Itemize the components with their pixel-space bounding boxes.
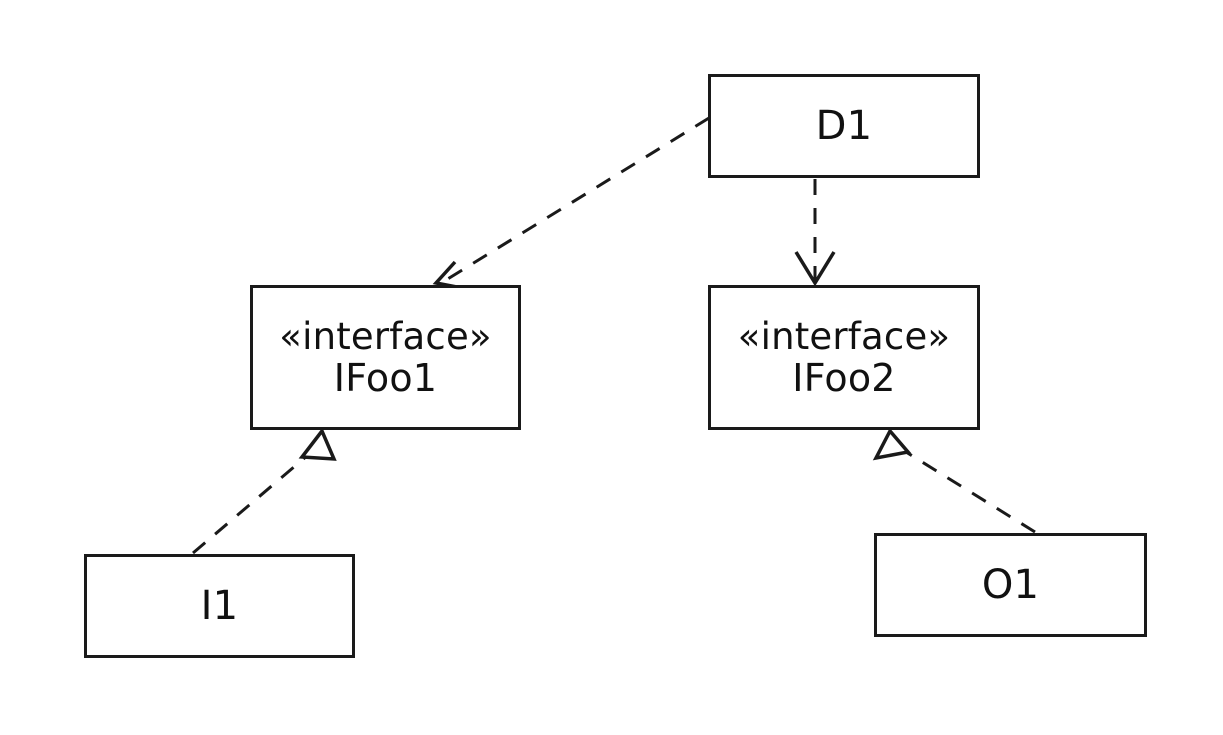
hollow-triangle-arrowhead-icon — [298, 427, 337, 461]
node-i1[interactable]: I1 — [84, 554, 355, 658]
edge-d1-to-ifoo1 — [432, 116, 710, 290]
node-o1-label: O1 — [981, 561, 1040, 608]
node-ifoo2-stereotype: «interface» — [737, 314, 951, 358]
node-ifoo1-stereotype: «interface» — [279, 314, 492, 358]
edge-line — [192, 453, 309, 555]
node-d1-label: D1 — [815, 102, 873, 149]
edge-o1-to-ifoo2 — [872, 427, 1036, 534]
edge-line — [905, 450, 1036, 534]
hollow-triangle-arrowhead-icon — [872, 427, 912, 461]
node-o1[interactable]: O1 — [874, 533, 1147, 637]
node-ifoo2[interactable]: «interface» IFoo2 — [708, 285, 980, 430]
node-ifoo2-label: IFoo2 — [792, 355, 896, 400]
node-ifoo1[interactable]: «interface» IFoo1 — [250, 285, 521, 430]
open-arrowhead-icon — [794, 251, 836, 287]
edge-line — [445, 116, 710, 282]
node-d1[interactable]: D1 — [708, 74, 980, 178]
edge-d1-to-ifoo2 — [794, 179, 836, 287]
edge-i1-to-ifoo1 — [192, 427, 337, 555]
node-i1-label: I1 — [200, 582, 239, 629]
node-ifoo1-label: IFoo1 — [333, 355, 438, 400]
